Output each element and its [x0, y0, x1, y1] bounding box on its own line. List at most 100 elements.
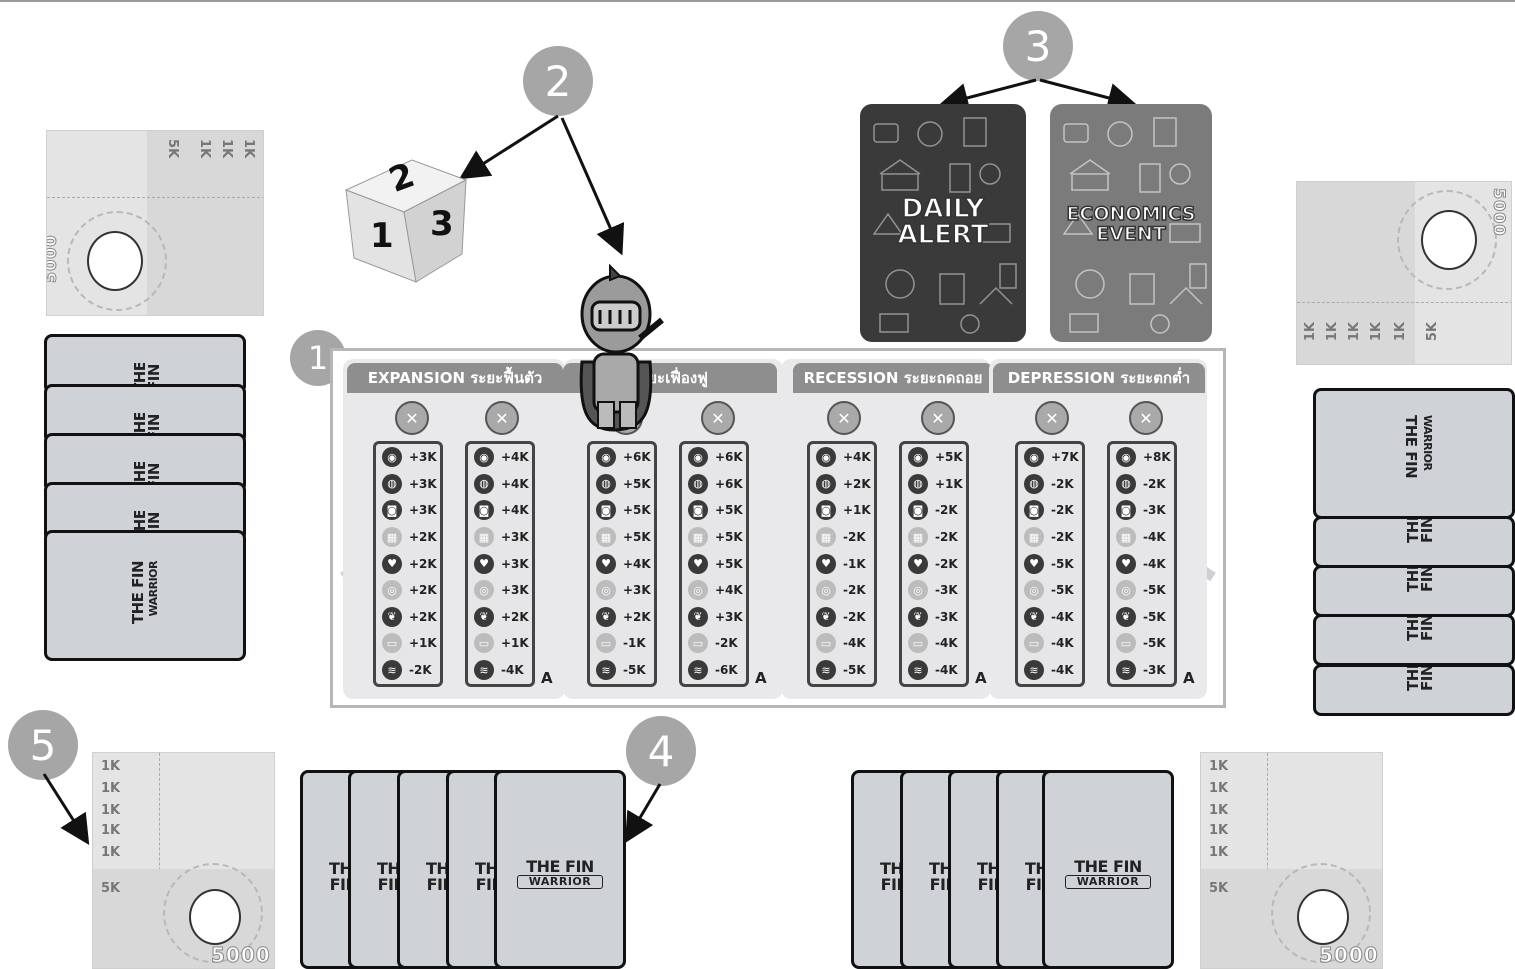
asset-row: ❦-2K — [810, 604, 874, 631]
asset-row: ▭ -5K — [1110, 630, 1174, 657]
asset-icon: ◎ — [1116, 580, 1136, 601]
phase-title: EXPANSION ระยะฟื้นตัว — [347, 363, 563, 393]
asset-row: ▭+1K — [468, 630, 532, 657]
asset-value: -2K — [715, 636, 738, 651]
marker-3: 3 — [1003, 11, 1073, 81]
asset-row: ◙ -2K — [1018, 497, 1082, 524]
player-card-top[interactable]: THE FIN WARRIOR — [1313, 388, 1515, 519]
asset-value: -2K — [1051, 503, 1074, 518]
asset-value: +3K — [623, 583, 651, 598]
asset-value: +3K — [501, 530, 529, 545]
asset-column: ◉+4K◍+2K◙+1K▦-2K♥-1K◎-2K❦-2K▭-4K≋-5K — [807, 441, 877, 687]
deck-pattern-2 — [1062, 117, 1207, 334]
asset-value: -5K — [1143, 636, 1166, 651]
arrow-3-daily — [938, 78, 1037, 113]
economics-event-deck[interactable]: ECONOMICS EVENT — [1050, 104, 1212, 342]
note-1k: 1K — [197, 139, 212, 159]
asset-row: ◍+1K — [902, 471, 966, 498]
player-card[interactable]: THE FIN — [1313, 614, 1515, 666]
note-seal — [1271, 863, 1371, 963]
asset-value: -3K — [935, 609, 958, 624]
knight-token[interactable] — [570, 262, 670, 434]
money-stack-top-left[interactable]: 5K 1K 1K 1K 1K 5000 — [46, 130, 264, 316]
card-logo: THE FIN — [1406, 667, 1434, 691]
player-card[interactable]: THE FIN — [1313, 565, 1515, 617]
asset-icon: ❦ — [596, 606, 616, 627]
asset-row: ❦-4K — [1018, 604, 1082, 631]
asset-value: +1K — [501, 636, 529, 651]
fan-card-top[interactable]: THE FIN WARRIOR — [1042, 770, 1174, 969]
asset-value: -3K — [935, 583, 958, 598]
asset-row: ▦+2K — [376, 524, 440, 551]
arrow-2-knight — [560, 117, 625, 256]
asset-icon: ▭ — [382, 633, 402, 654]
asset-value: +4K — [623, 556, 651, 571]
asset-icon: ≋ — [816, 660, 836, 681]
asset-value: -2K — [843, 609, 866, 624]
asset-row: ♥-1K — [810, 550, 874, 577]
asset-row: ≋-5K — [590, 657, 654, 684]
asset-icon: ≋ — [474, 660, 494, 681]
asset-row: ◍+4K — [468, 471, 532, 498]
asset-value: +3K — [409, 503, 437, 518]
asset-icon: ▦ — [596, 527, 616, 548]
asset-icon: ▭ — [908, 633, 928, 654]
note-1k: 1K — [1347, 322, 1362, 342]
player-card[interactable]: THE FIN — [1313, 664, 1515, 716]
asset-icon: ◍ — [816, 473, 836, 494]
asset-icon: ▭ — [1116, 633, 1136, 654]
phase-level-label: A — [755, 669, 767, 687]
asset-icon: ◙ — [1024, 500, 1044, 521]
phase-title: DEPRESSION ระยะตกต่ำ — [993, 363, 1205, 393]
dice[interactable]: 2 1 3 — [342, 150, 472, 290]
asset-value: -3K — [1143, 663, 1166, 678]
warrior-face-icon — [189, 889, 241, 945]
asset-value: +3K — [501, 556, 529, 571]
card-logo: THE FIN — [1406, 519, 1434, 543]
asset-row: ▦+5K — [590, 524, 654, 551]
asset-icon: ♥ — [908, 553, 928, 574]
asset-value: +4K — [501, 476, 529, 491]
asset-row: ◉+3K — [376, 444, 440, 471]
sword-shield-icon: ✕ — [827, 401, 861, 435]
money-stack-top-right[interactable]: 1K 1K 1K 1K 1K 5K 5000 — [1296, 181, 1512, 365]
asset-icon: ❦ — [474, 606, 494, 627]
asset-value: +2K — [843, 476, 871, 491]
asset-icon: ◙ — [382, 500, 402, 521]
asset-row: ◙ +3K — [376, 497, 440, 524]
money-stack-bottom-right[interactable]: 1K 1K 1K 1K 1K 5K 5000 — [1200, 752, 1383, 969]
fan-card-top[interactable]: THE FIN WARRIOR — [494, 770, 626, 969]
asset-value: -4K — [843, 636, 866, 651]
asset-column: ◉+6K◍+6K◙+5K▦+5K♥+5K◎+4K❦+3K▭-2K≋-6K — [679, 441, 749, 687]
daily-alert-deck[interactable]: DAILY ALERT — [860, 104, 1026, 342]
asset-icon: ◎ — [816, 580, 836, 601]
money-stack-bottom-left[interactable]: 1K 1K 1K 1K 1K 5K 5000 — [92, 752, 275, 969]
note-1k: 1K — [241, 139, 256, 159]
asset-row: ▦+3K — [468, 524, 532, 551]
asset-icon: ◍ — [688, 473, 708, 494]
asset-column: ◉+8K◍-2K◙-3K▦-4K♥-4K◎-5K❦-5K▭-5K≋-3K — [1107, 441, 1177, 687]
warrior-face-icon — [1297, 889, 1349, 945]
asset-icon: ◙ — [474, 500, 494, 521]
note-1k: 1K — [1209, 759, 1229, 774]
asset-value: -5K — [623, 663, 646, 678]
asset-row: ◍+5K — [590, 471, 654, 498]
asset-row: ◎-5K — [1018, 577, 1082, 604]
asset-icon: ◉ — [474, 447, 494, 468]
asset-icon: ❦ — [908, 606, 928, 627]
asset-row: ❦+2K — [590, 604, 654, 631]
player-card[interactable]: THE FIN — [1313, 516, 1515, 568]
marker-5: 5 — [8, 710, 78, 780]
asset-icon: ❦ — [1024, 606, 1044, 627]
asset-value: -4K — [1051, 663, 1074, 678]
player-card-top[interactable]: THE FIN WARRIOR — [44, 530, 246, 661]
asset-value: -3K — [1143, 503, 1166, 518]
note-seal — [1397, 190, 1497, 290]
asset-value: +4K — [501, 503, 529, 518]
asset-value: +6K — [715, 476, 743, 491]
asset-icon: ◍ — [596, 473, 616, 494]
asset-value: +2K — [409, 530, 437, 545]
asset-value: -2K — [409, 663, 432, 678]
asset-row: ▭-4K — [1018, 630, 1082, 657]
asset-value: +4K — [715, 583, 743, 598]
